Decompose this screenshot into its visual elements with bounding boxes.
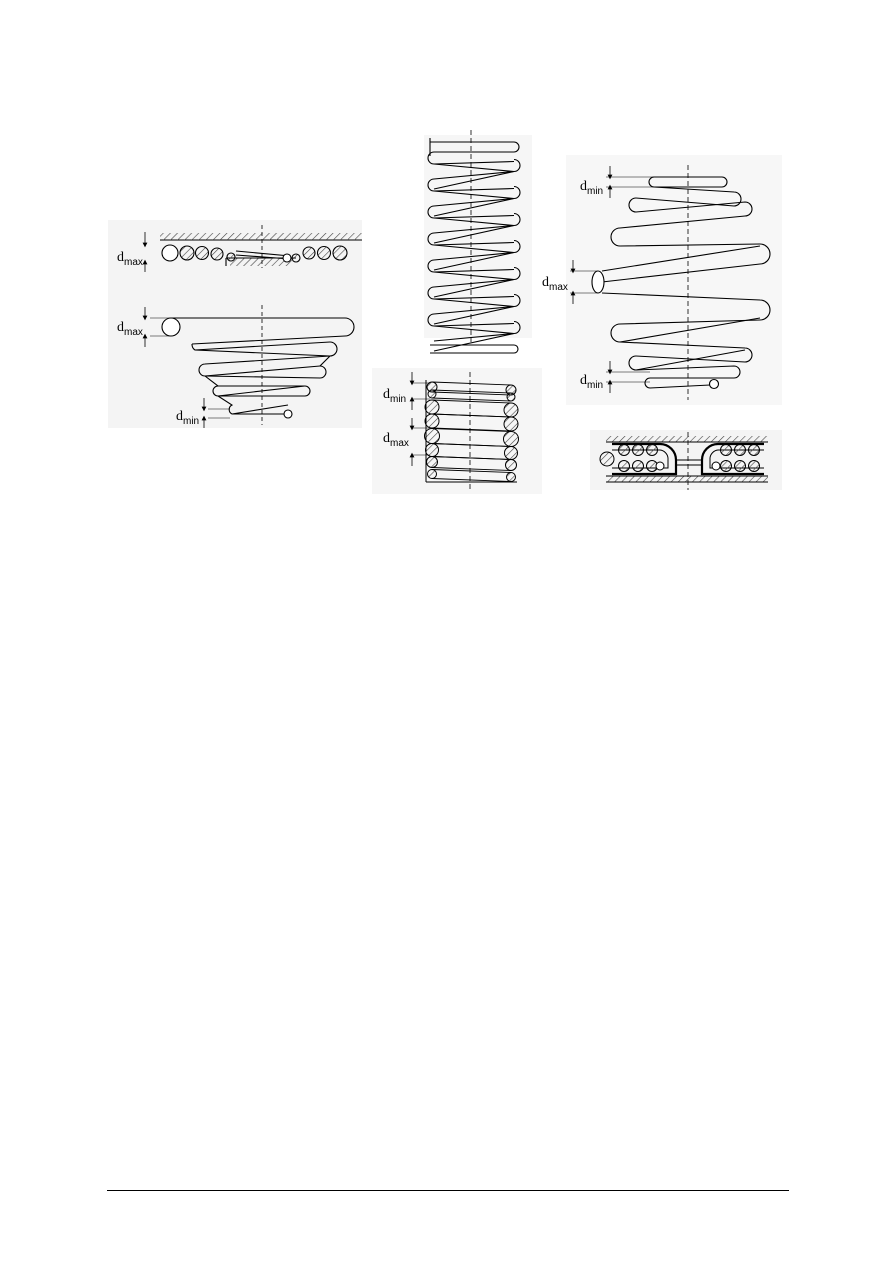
- barrel-spring-coils: [570, 165, 771, 400]
- d-max-label-4: dmax: [542, 275, 568, 293]
- conical-spring-panel: dmax dmax dmin: [108, 220, 362, 428]
- variable-wire-section-panel: dmin dmax: [372, 368, 542, 494]
- cylindrical-spring-coils: [427, 138, 521, 354]
- variable-wire-section-coils: [424, 380, 519, 483]
- dimension-arrows-center: [409, 372, 430, 466]
- d-min-label-2: dmin: [383, 387, 406, 405]
- footer-rule: [107, 1190, 789, 1191]
- d-max-label-2: dmax: [117, 320, 143, 338]
- d-min-label-4: dmin: [580, 373, 603, 391]
- d-min-label-3: dmin: [580, 179, 603, 197]
- d-min-label-1: dmin: [176, 409, 199, 427]
- dimension-arrows-right: [570, 166, 613, 393]
- barrel-compressed-section-panel: [590, 430, 782, 490]
- compressed-conical-spring-section: [160, 225, 362, 268]
- barrel-spring-panel: dmin dmax dmin: [542, 155, 782, 405]
- conical-spring-side-view: [150, 305, 355, 425]
- d-max-label-1: dmax: [117, 250, 143, 268]
- dimension-arrows-left: [142, 232, 207, 428]
- d-max-label-3: dmax: [383, 431, 409, 449]
- cylindrical-spring-panel: [424, 130, 532, 354]
